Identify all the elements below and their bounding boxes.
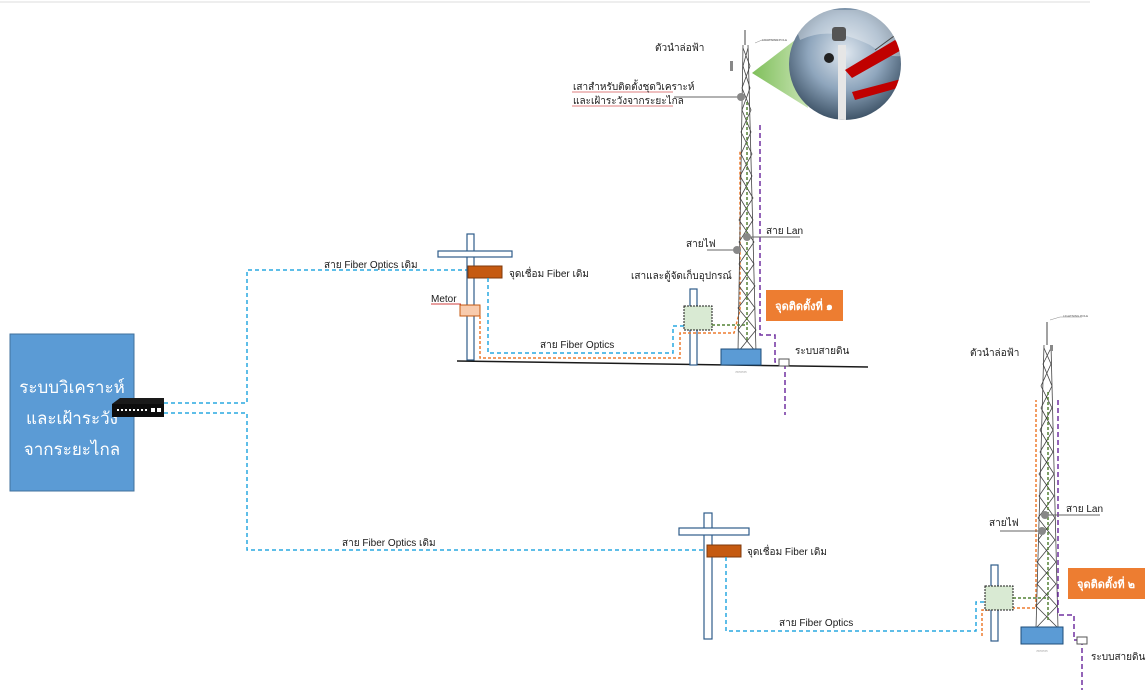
system-box-line-2: และเฝ้าระวัง [26,409,118,428]
ground-rod-box-2 [1077,637,1087,644]
system-box-line-3: จากระยะไกล [24,439,120,459]
splice-box-2 [707,545,741,557]
power-dot-1 [733,246,741,254]
tower-base-2 [1021,627,1063,644]
power-route-2 [982,610,990,636]
splice-box-1 [468,266,502,278]
fiber-existing-route [164,270,707,550]
fiber-new-label-1: สาย Fiber Optics [540,340,614,351]
install-point-label-1: จุดติดตั้งที่ ๑ [775,298,833,314]
camera-pole-label-line-2: และเฝ้าระวังจากระยะไกล [573,95,684,107]
lan-cable-label-2: สาย Lan [1066,504,1103,515]
lightning-rod-label-1: ตัวนำล่อฟ้า [655,42,704,54]
install-point-badge-1: จุดติดตั้งที่ ๑ [766,290,843,321]
ground-route-1 [760,125,785,415]
rod-mount-1 [730,61,733,71]
mount-dot-1 [737,93,745,101]
fiber-existing-label-1: สาย Fiber Optics เดิม [324,260,418,271]
ground-label-1: ระบบสายดิน [795,346,850,357]
ground-line-1 [457,361,868,367]
lan-dot-1 [743,233,751,241]
tower-base-1 [721,349,761,365]
svg-text:▭▭▭▭: ▭▭▭▭ [1036,649,1048,653]
ground-label-2: ระบบสายดิน [1091,652,1146,663]
system-box-line-1: ระบบวิเคราะห์ [19,378,125,397]
lan-cable-label-1: สาย Lan [766,226,803,237]
camera-pole-label-line-1: เสาสำหรับติดตั้งชุดวิเคราะห์ [573,79,694,93]
install-point-label-2: จุดติดตั้งที่ ๒ [1077,576,1135,592]
equipment-cabinet-2 [985,586,1013,610]
lan-dot-2 [1041,511,1049,519]
equipment-cabinet-1 [684,306,712,330]
power-dot-2 [1038,527,1046,535]
ground-rod-box-1 [779,359,789,366]
fiber-new-label-2: สาย Fiber Optics [779,618,853,629]
install-point-badge-2: จุดติดตั้งที่ ๒ [1068,568,1145,599]
splice-label-1: จุดเชื่อม Fiber เดิม [509,266,589,280]
fiber-existing-label-2: สาย Fiber Optics เดิม [342,538,436,549]
fiber-new-route-2 [726,557,985,631]
lightning-rod-label-2: ตัวนำล่อฟ้า [970,347,1019,359]
meter-label: Metor [431,294,457,305]
lattice-tower-2 [1036,345,1058,628]
ground-route-2 [1058,400,1082,690]
svg-text:▭▭▭▭: ▭▭▭▭ [735,370,747,374]
camera-photo-icon [789,8,905,125]
tower-top-tag-2: LIGHTNING POLE [1063,314,1088,318]
network-switch-icon [112,398,164,417]
power-cable-label-1: สายไฟ [686,238,716,250]
power-cable-label-2: สายไฟ [989,517,1019,529]
splice-label-2: จุดเชื่อม Fiber เดิม [747,544,827,558]
meter-box [460,305,480,316]
utility-pole-2 [679,513,749,639]
cabinet-label-1: เสาและตู้จัดเก็บอุปกรณ์ [631,268,732,282]
